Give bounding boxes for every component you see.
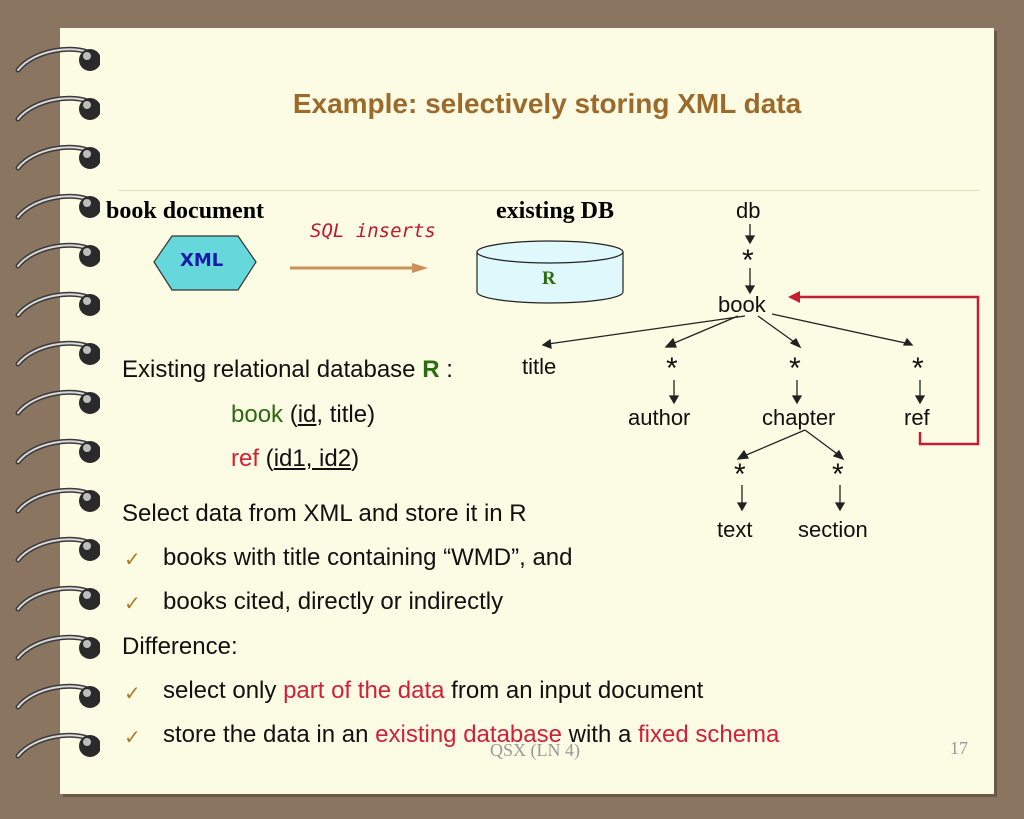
relation-book: book (id, title) xyxy=(231,401,376,428)
database-cylinder xyxy=(476,240,624,304)
db-cylinder-label: R xyxy=(542,268,556,289)
star-section: * xyxy=(832,458,844,491)
tree-edges xyxy=(541,224,926,512)
tree-node-section: section xyxy=(798,517,868,542)
bullet-2: books cited, directly or indirectly xyxy=(163,588,504,615)
relation-ref: ref (id1, id2) xyxy=(231,445,360,472)
star-book: * xyxy=(742,244,754,277)
ref-cycle-arrow xyxy=(788,291,980,446)
target-label: existing DB xyxy=(496,198,615,224)
tree-node-author: author xyxy=(628,405,691,430)
binding-ring xyxy=(15,732,100,759)
check-icon: ✓ xyxy=(124,547,141,571)
binding-ring xyxy=(15,144,100,171)
star-chapter: * xyxy=(789,352,801,385)
tree-node-db: db xyxy=(736,198,761,223)
title-divider xyxy=(118,190,980,191)
tree-node-book: book xyxy=(718,292,766,317)
sql-insert-arrow xyxy=(290,263,428,273)
binding-ring xyxy=(15,389,100,416)
slide-page xyxy=(60,28,994,794)
binding-ring xyxy=(15,193,100,220)
tree-node-title: title xyxy=(522,354,557,379)
binding-ring xyxy=(15,291,100,318)
bullet-1: books with title containing “WMD”, and xyxy=(163,544,573,571)
check-icon: ✓ xyxy=(124,725,141,749)
tree-node-ref: ref xyxy=(904,405,930,430)
binding-ring xyxy=(15,95,100,122)
star-text: * xyxy=(734,458,746,491)
binding-ring xyxy=(15,242,100,269)
slide-title: Example: selectively storing XML data xyxy=(292,88,802,119)
tree-node-text: text xyxy=(717,517,753,542)
binding-ring xyxy=(15,438,100,465)
binding-ring xyxy=(15,340,100,367)
arrow-label: SQL inserts xyxy=(310,220,436,242)
xml-hexagon-label: XML xyxy=(180,250,224,271)
star-ref: * xyxy=(912,352,924,385)
bullet-3: select only part of the data from an inp… xyxy=(163,677,704,704)
slide-footer: QSX (LN 4) xyxy=(490,740,580,760)
tree-node-chapter: chapter xyxy=(762,405,836,430)
binding-ring xyxy=(15,536,100,563)
difference-heading: Difference: xyxy=(122,633,238,660)
select-line: Select data from XML and store it in R xyxy=(122,500,527,527)
source-label: book document xyxy=(106,198,265,224)
bullet-4: store the data in an existing database w… xyxy=(163,721,780,748)
check-icon: ✓ xyxy=(124,681,141,705)
binding-ring xyxy=(15,487,100,514)
binding-ring xyxy=(15,683,100,710)
binding-ring xyxy=(15,634,100,661)
star-author: * xyxy=(666,352,678,385)
check-icon: ✓ xyxy=(124,591,141,615)
binding-ring xyxy=(15,585,100,612)
binding-ring xyxy=(15,46,100,73)
page-number: 17 xyxy=(950,738,968,758)
intro-line: Existing relational database R : xyxy=(122,356,453,383)
xml-hexagon xyxy=(153,235,257,291)
